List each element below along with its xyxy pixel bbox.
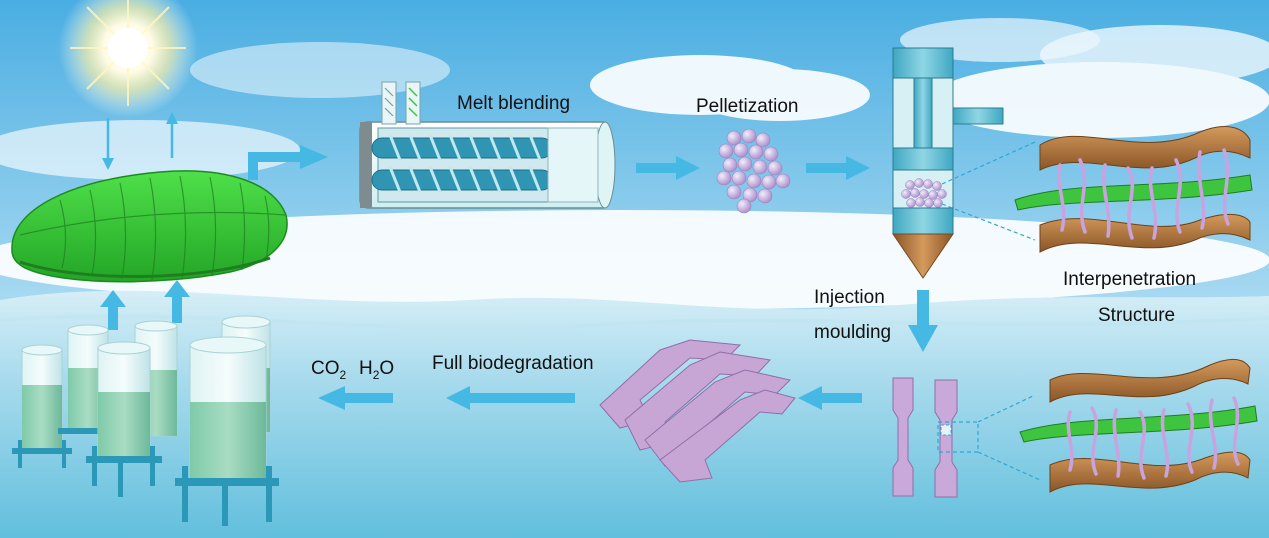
growth-arrows bbox=[100, 280, 190, 330]
label-melt-blending: Melt blending bbox=[457, 93, 571, 114]
arrow-to-biodegradation-samples bbox=[798, 386, 862, 410]
zoom-lines-bottom bbox=[977, 394, 1041, 481]
sun-icon bbox=[58, 0, 198, 118]
interpenetration-structure-top bbox=[1014, 126, 1253, 253]
twin-screw-extruder bbox=[359, 81, 616, 209]
label-structure: Structure bbox=[1098, 305, 1176, 326]
molten-pellets bbox=[901, 178, 947, 208]
cylinder bbox=[12, 344, 72, 468]
injection-moulding-machine bbox=[892, 47, 1004, 279]
arrow-to-pelletization bbox=[636, 156, 700, 180]
label-h2o: H2O bbox=[359, 358, 395, 382]
interpenetration-structure-bottom bbox=[1019, 358, 1258, 493]
arrow-to-co2-h2o bbox=[318, 386, 393, 410]
arrow-injection-moulding bbox=[908, 290, 938, 352]
injected-specimens bbox=[892, 377, 958, 498]
arrow-to-injection-unit bbox=[806, 156, 870, 180]
gas-exchange-arrows bbox=[102, 112, 178, 170]
feed-hoppers bbox=[381, 81, 421, 125]
label-interpenetration: Interpenetration bbox=[1063, 269, 1197, 290]
label-injection: Injection bbox=[814, 287, 885, 308]
label-moulding: moulding bbox=[814, 322, 892, 343]
cylinder bbox=[86, 341, 162, 497]
pellets bbox=[716, 128, 791, 214]
clouds bbox=[0, 18, 1269, 310]
arrow-to-melt-blending bbox=[248, 145, 328, 180]
label-full-biodegradation: Full biodegradation bbox=[432, 353, 594, 374]
cylinder bbox=[175, 336, 279, 526]
arrow-full-biodegradation bbox=[446, 386, 575, 410]
zoom-lines-top bbox=[941, 141, 1036, 241]
label-pelletization: Pelletization bbox=[696, 96, 799, 117]
tensile-specimens bbox=[599, 339, 796, 483]
label-co2: CO2 bbox=[311, 358, 347, 382]
green-leaf bbox=[11, 170, 288, 283]
biodegradation-cylinders bbox=[12, 315, 279, 526]
